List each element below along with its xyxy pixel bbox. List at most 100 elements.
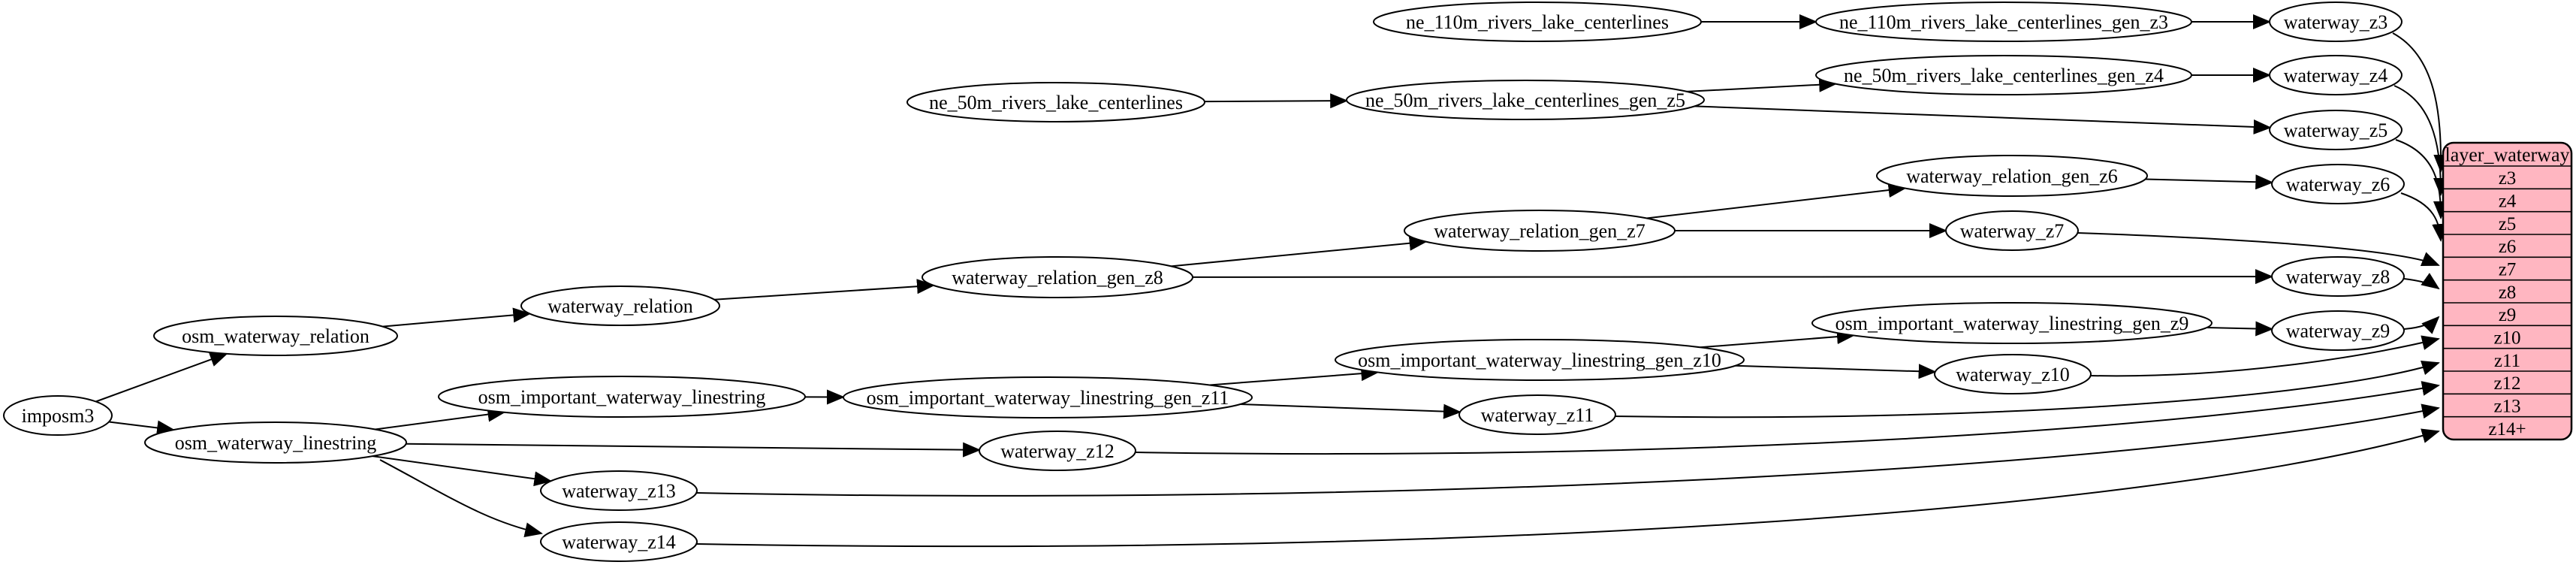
edge-waterway_relation_gen_z8-to-waterway_z8: [1192, 269, 2273, 285]
edges-layer: [95, 14, 2449, 548]
table-row-z6: z6: [2499, 237, 2517, 257]
node-label: waterway_z4: [2284, 65, 2388, 86]
table-row-z3: z3: [2499, 168, 2517, 189]
edge-osm_important_waterway_linestring_gen_z11-to-waterway_z11: [1240, 403, 1461, 419]
node-ellipse: [1811, 302, 2213, 344]
table-background: [2442, 141, 2573, 441]
node-label: waterway_z14: [562, 531, 676, 553]
node-label: waterway_z13: [562, 480, 676, 502]
node-waterway_relation_gen_z7: waterway_relation_gen_z7: [1404, 210, 1676, 252]
node-label: waterway_relation: [547, 295, 692, 317]
node-label: ne_50m_rivers_lake_centerlines_gen_z4: [1844, 65, 2164, 86]
table-row-z13: z13: [2493, 397, 2520, 417]
node-waterway_relation: waterway_relation: [520, 286, 720, 326]
edge-waterway_z10-to-layer_waterway-z10: [2090, 335, 2440, 377]
node-label: waterway_relation_gen_z8: [952, 267, 1163, 289]
node-ellipse: [520, 286, 720, 326]
node-waterway_z14: waterway_z14: [540, 521, 698, 562]
table-title: layer_waterway: [2445, 144, 2569, 166]
edge-osm_important_waterway_linestring_gen_z9-to-waterway_z9: [2206, 321, 2274, 337]
edge-osm_waterway_linestring-to-waterway_z12: [406, 442, 982, 458]
node-ne_50m_rivers_lake_centerlines_gen_z4: ne_50m_rivers_lake_centerlines_gen_z4: [1815, 55, 2192, 95]
node-label: waterway_relation_gen_z7: [1434, 220, 1645, 242]
node-ellipse: [1934, 354, 2092, 394]
node-ellipse: [1815, 2, 2192, 42]
edge-osm_important_waterway_linestring_gen_z11-to-osm_important_waterway_linestring_gen_z10: [1209, 366, 1380, 386]
node-ellipse: [2269, 2, 2403, 42]
node-waterway_z3: waterway_z3: [2269, 2, 2403, 42]
table-row-z9: z9: [2499, 305, 2517, 325]
node-label: waterway_z6: [2286, 174, 2390, 195]
node-label: ne_50m_rivers_lake_centerlines_gen_z5: [1365, 89, 1685, 111]
node-ellipse: [153, 316, 398, 356]
node-label: waterway_z9: [2286, 320, 2390, 342]
node-osm_important_waterway_linestring_gen_z10: osm_important_waterway_linestring_gen_z1…: [1335, 339, 1745, 381]
edge-imposm3-to-osm_waterway_linestring: [108, 420, 176, 436]
node-ellipse: [1373, 2, 1702, 42]
node-label: ne_50m_rivers_lake_centerlines: [929, 92, 1183, 113]
node-ellipse: [1335, 339, 1745, 381]
table-row-z8: z8: [2499, 282, 2517, 303]
edge-osm_waterway_relation-to-waterway_relation: [382, 307, 532, 328]
node-label: osm_waterway_relation: [182, 325, 370, 347]
node-label: osm_important_waterway_linestring: [478, 386, 766, 408]
node-ellipse: [3, 395, 113, 436]
node-label: waterway_z7: [1960, 220, 2065, 242]
edge-osm_important_waterway_linestring_gen_z10-to-waterway_z10: [1735, 364, 1937, 379]
node-label: waterway_relation_gen_z6: [1906, 165, 2118, 187]
node-ellipse: [2271, 256, 2405, 297]
node-osm_waterway_linestring: osm_waterway_linestring: [144, 421, 407, 464]
node-waterway_z10: waterway_z10: [1934, 354, 2092, 394]
edge-waterway_z13-to-layer_waterway-z13: [696, 403, 2440, 497]
node-label: waterway_z8: [2286, 266, 2390, 288]
edge-waterway_relation_gen_z8-to-waterway_relation_gen_z7: [1171, 235, 1428, 267]
node-ellipse: [1945, 210, 2079, 251]
table-layer_waterway: layer_waterwayz3z4z5z6z7z8z9z10z11z12z13…: [2442, 141, 2573, 441]
node-ellipse: [843, 376, 1253, 418]
edge-waterway_z4-to-layer_waterway-z4: [2394, 85, 2448, 196]
node-label: waterway_z11: [1481, 404, 1594, 426]
edge-waterway_z5-to-layer_waterway-z5: [2395, 139, 2448, 219]
node-waterway_z5: waterway_z5: [2269, 110, 2403, 150]
node-osm_important_waterway_linestring_gen_z9: osm_important_waterway_linestring_gen_z9: [1811, 302, 2213, 344]
edge-osm_waterway_linestring-to-waterway_z13: [373, 455, 553, 487]
edge-waterway_relation_gen_z7-to-waterway_relation_gen_z6: [1646, 183, 1907, 219]
node-ellipse: [2271, 310, 2405, 351]
node-label: osm_waterway_linestring: [175, 432, 377, 454]
node-label: ne_110m_rivers_lake_centerlines_gen_z3: [1839, 11, 2168, 33]
edge-osm_important_waterway_linestring_gen_z10-to-osm_important_waterway_linestring_gen_z9: [1700, 329, 1855, 349]
node-ellipse: [144, 421, 407, 464]
node-ellipse: [1404, 210, 1676, 252]
edge-imposm3-to-osm_waterway_relation: [95, 352, 228, 403]
node-ne_110m_rivers_lake_centerlines_gen_z3: ne_110m_rivers_lake_centerlines_gen_z3: [1815, 2, 2192, 42]
node-waterway_z7: waterway_z7: [1945, 210, 2079, 251]
node-ellipse: [906, 82, 1205, 122]
table-row-z12: z12: [2493, 373, 2520, 394]
node-ellipse: [1815, 55, 2192, 95]
edge-ne_50m_rivers_lake_centerlines_gen_z5-to-waterway_z5: [1694, 105, 2272, 134]
table-row-z14+: z14+: [2488, 419, 2526, 440]
node-ellipse: [540, 521, 698, 562]
node-ne_50m_rivers_lake_centerlines: ne_50m_rivers_lake_centerlines: [906, 82, 1205, 122]
node-label: waterway_z10: [1956, 364, 2070, 385]
edge-waterway_z12-to-layer_waterway-z12: [1135, 381, 2440, 455]
node-ellipse: [979, 431, 1136, 471]
node-waterway_relation_gen_z6: waterway_relation_gen_z6: [1876, 155, 2148, 197]
edge-waterway_z14-to-layer_waterway-z14+: [696, 428, 2440, 548]
table-row-z4: z4: [2499, 192, 2517, 212]
node-ellipse: [2271, 164, 2405, 204]
node-ne_50m_rivers_lake_centerlines_gen_z5: ne_50m_rivers_lake_centerlines_gen_z5: [1346, 80, 1705, 120]
node-label: osm_important_waterway_linestring_gen_z1…: [867, 387, 1229, 409]
edge-waterway_relation-to-waterway_relation_gen_z8: [714, 279, 935, 301]
node-label: osm_important_waterway_linestring_gen_z1…: [1358, 349, 1721, 371]
node-ellipse: [438, 376, 806, 418]
node-ellipse: [922, 256, 1193, 298]
node-waterway_z4: waterway_z4: [2269, 55, 2403, 95]
node-label: osm_important_waterway_linestring_gen_z9: [1835, 313, 2189, 334]
node-label: ne_110m_rivers_lake_centerlines: [1406, 11, 1669, 33]
node-ellipse: [2269, 55, 2403, 95]
node-osm_important_waterway_linestring_gen_z11: osm_important_waterway_linestring_gen_z1…: [843, 376, 1253, 418]
node-ellipse: [2269, 110, 2403, 150]
edge-waterway_z7-to-layer_waterway-z7: [2077, 232, 2440, 267]
